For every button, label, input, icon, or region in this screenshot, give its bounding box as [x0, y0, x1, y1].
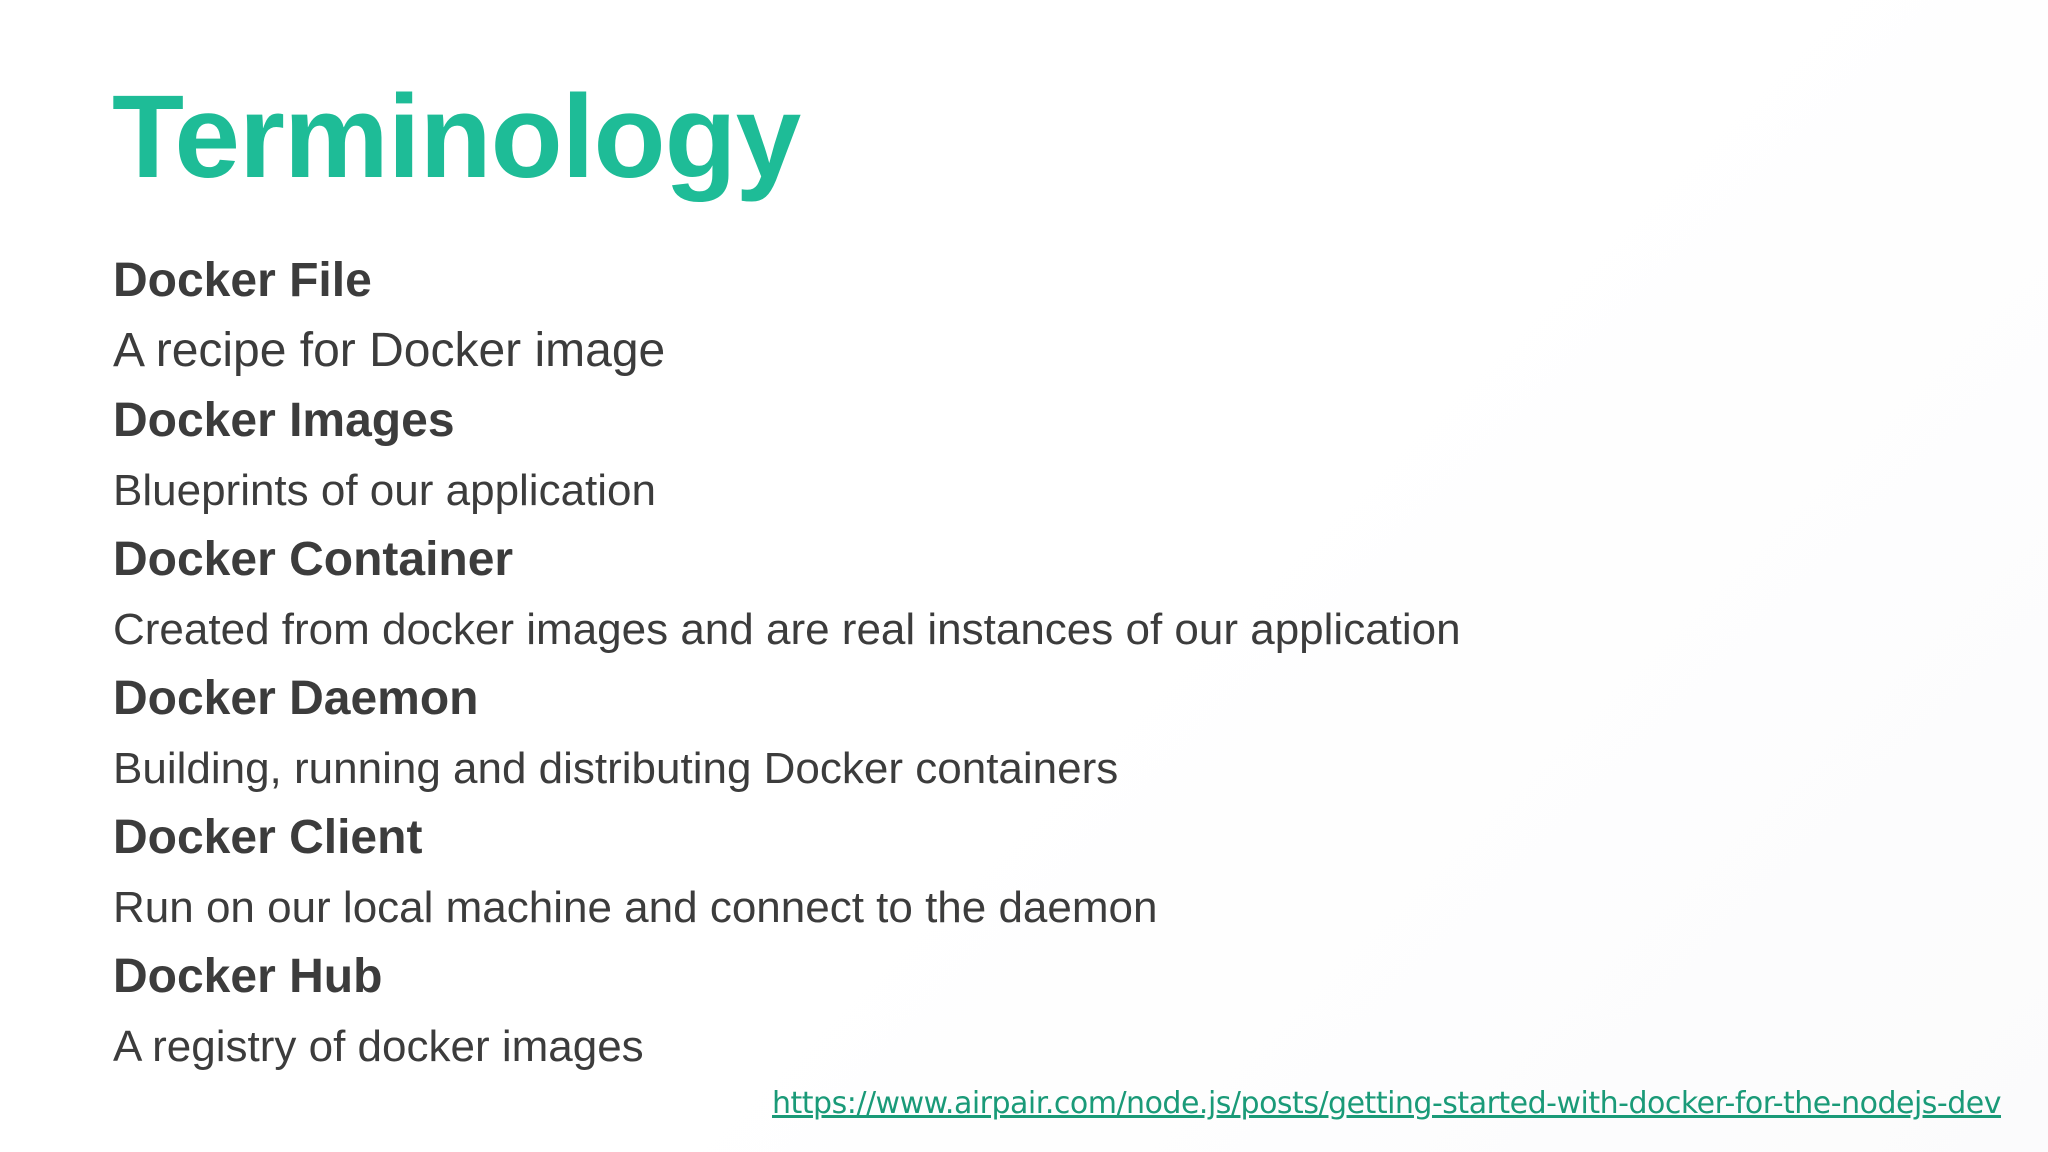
term-description: Run on our local machine and connect to …	[113, 883, 1158, 932]
term-docker-images: Docker Images	[113, 394, 455, 447]
term-docker-client: Docker Client	[113, 811, 423, 864]
term-description: Building, running and distributing Docke…	[113, 744, 1119, 793]
term-docker-container: Docker Container	[113, 533, 514, 586]
terminology-list: Docker File A recipe for Docker image Do…	[113, 246, 1913, 1081]
term-description: A registry of docker images	[113, 1022, 644, 1071]
term-description: Blueprints of our application	[113, 466, 656, 515]
term-docker-file: Docker File	[113, 254, 372, 307]
term-docker-hub: Docker Hub	[113, 950, 383, 1003]
slide-title: Terminology	[112, 71, 801, 203]
term-description: A recipe for Docker image	[113, 324, 666, 377]
term-docker-daemon: Docker Daemon	[113, 672, 479, 725]
term-description: Created from docker images and are real …	[113, 605, 1461, 654]
source-link[interactable]: https://www.airpair.com/node.js/posts/ge…	[772, 1086, 2001, 1121]
